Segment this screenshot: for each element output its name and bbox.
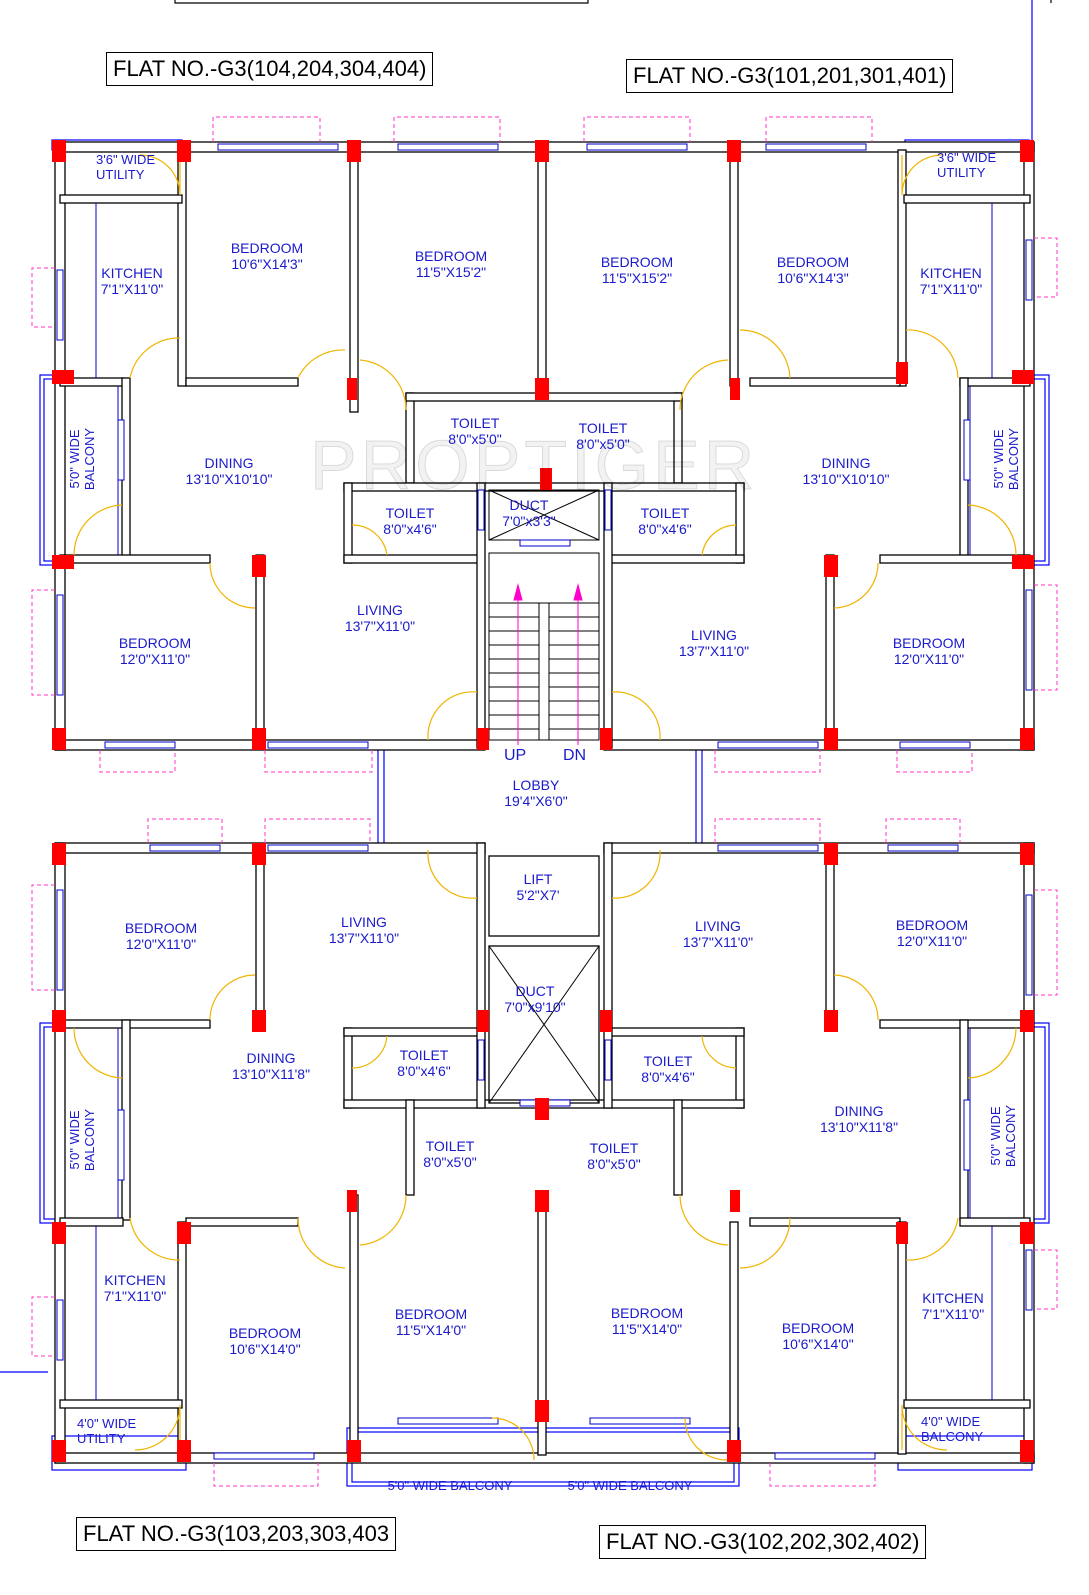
columns	[52, 140, 1034, 1462]
watermark: PROPTIGER	[309, 426, 759, 505]
staircase	[488, 552, 600, 745]
stair-up-label: UP	[504, 747, 527, 764]
flat-title-bottom-right: FLAT NO.-G3(102,202,302,402)	[599, 1525, 927, 1559]
bl-front-balcony-label: 5'0" WIDE BALCONY	[387, 1478, 513, 1493]
stair-down-label: DN	[563, 747, 587, 764]
edge-fragments	[0, 0, 1052, 1373]
flat-title-top-left: FLAT NO.-G3(104,204,304,404)	[106, 52, 434, 86]
windows-glass	[56, 143, 1033, 1460]
br-front-balcony-label: 5'0" WIDE BALCONY	[567, 1478, 693, 1493]
flat-title-bottom-left: FLAT NO.-G3(103,203,303,403	[76, 1517, 397, 1551]
door-swings	[73, 154, 1017, 1461]
flat-title-top-right: FLAT NO.-G3(101,201,301,401)	[626, 59, 954, 93]
window-outlines	[31, 116, 1058, 1487]
